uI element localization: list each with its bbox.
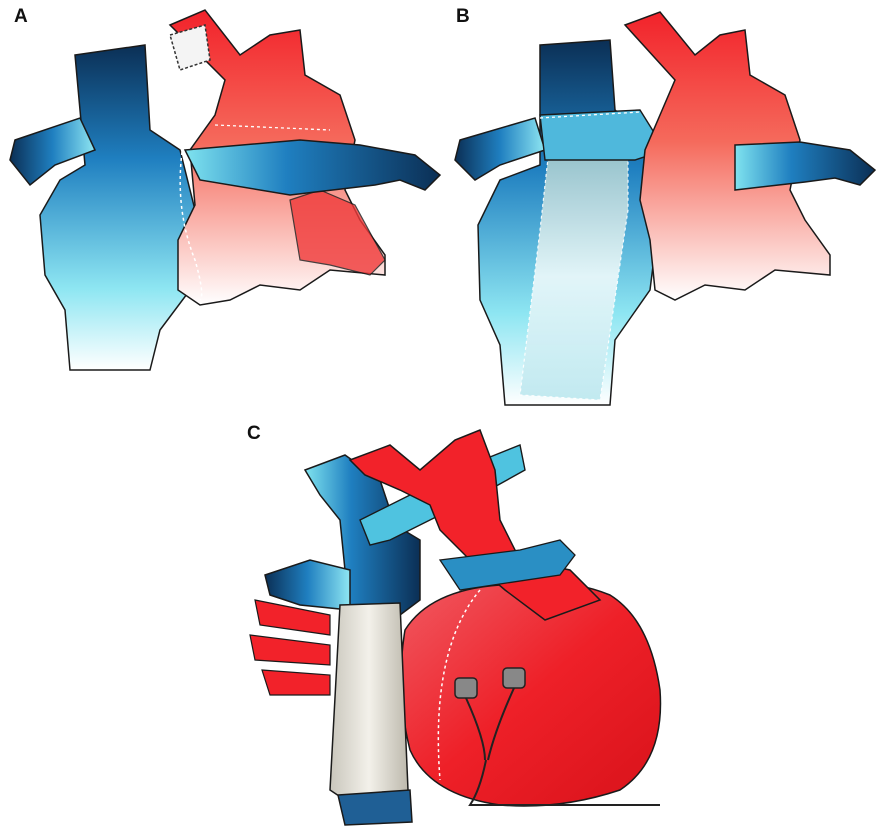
panel-b-illustration (455, 12, 875, 405)
panel-c-illustration (250, 430, 661, 825)
panel-c-ivc (338, 790, 412, 825)
panel-a-superior-vena-cava (40, 45, 195, 370)
panel-a-illustration (10, 10, 440, 370)
panel-c-heart (401, 582, 661, 806)
panel-b-right-pulmonary-vessel (735, 142, 875, 190)
panel-c-pulmonary-veins (250, 600, 330, 695)
panel-c-graft (330, 603, 408, 800)
panel-c-innominate-vein (265, 560, 350, 610)
